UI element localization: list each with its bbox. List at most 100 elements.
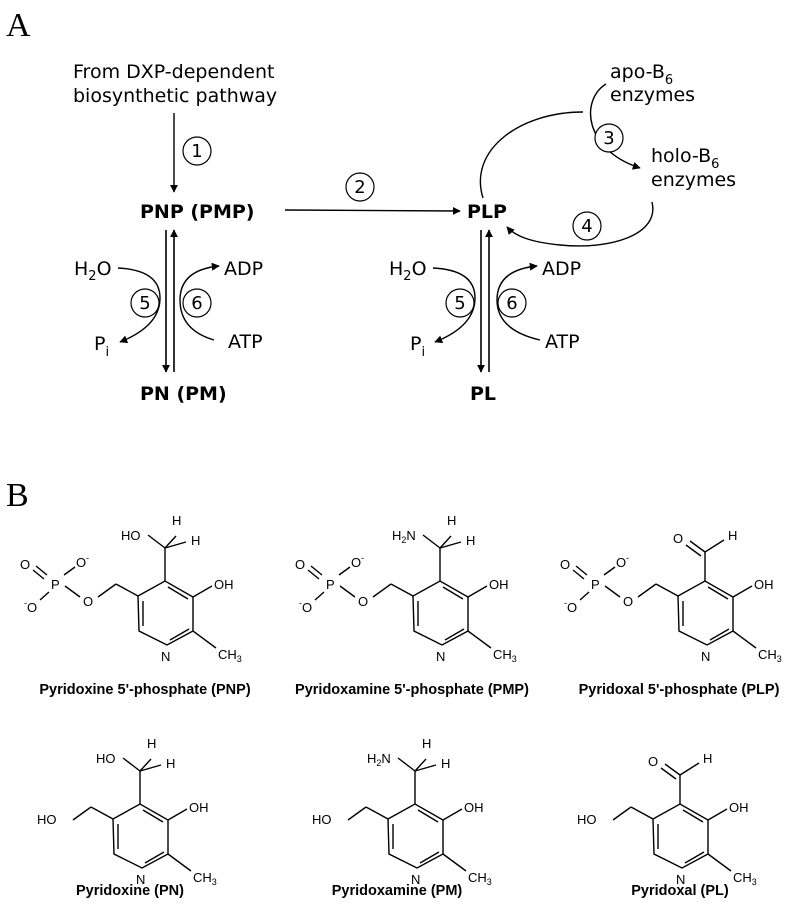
svg-text:P: P [591, 577, 600, 592]
step-6-marker-right: 6 [497, 288, 527, 318]
h2o-pi-curve [117, 267, 161, 344]
apo-enzymes-line-1: apo-B6 [610, 61, 673, 88]
svg-text:N: N [676, 872, 685, 887]
apo-to-holo-curve [590, 83, 641, 170]
atp-label-right: ATP [545, 331, 580, 353]
svg-text:CH3: CH3 [493, 647, 517, 664]
svg-text:P: P [326, 577, 335, 592]
svg-text:CH3: CH3 [733, 870, 757, 887]
adp-label-right: ADP [542, 258, 581, 280]
svg-text:5: 5 [454, 293, 465, 314]
caption-pm: Pyridoxamine (PM) [332, 883, 463, 899]
plp-label: PLP [467, 201, 507, 223]
svg-text:HO: HO [312, 812, 332, 827]
step-2-arrow [284, 206, 461, 215]
svg-text:H: H [466, 533, 475, 548]
svg-text:H: H [703, 751, 712, 766]
svg-text:O: O [295, 557, 305, 572]
svg-text:N: N [436, 649, 445, 664]
svg-text:OH: OH [189, 800, 209, 815]
panel-b-label: B [6, 477, 29, 514]
panel-a-label: A [6, 7, 31, 44]
svg-text:O: O [560, 557, 570, 572]
pnp-structure: HO H H OH N CH3 O P O O- -O [20, 513, 242, 664]
apo-enzymes-line-2: enzymes [610, 84, 695, 106]
svg-text:6: 6 [506, 293, 517, 314]
svg-text:-O: -O [564, 598, 577, 615]
step-4-marker: 4 [572, 211, 602, 241]
plp-structure: O H OH N CH3 O P O O- -O [560, 528, 782, 664]
pmp-structure: H2N H H OH N CH3 O P O O- -O [295, 513, 517, 664]
svg-text:H: H [422, 736, 431, 751]
svg-text:O: O [648, 754, 658, 769]
caption-pmp: Pyridoxamine 5'-phosphate (PMP) [295, 682, 529, 698]
step-5-marker-left: 5 [130, 288, 160, 318]
pi-label-left: Pi [94, 333, 109, 360]
svg-text:O-: O- [616, 553, 629, 570]
adp-label-left: ADP [224, 258, 263, 280]
pm-structure: H2N H H OH N CH3 HO [312, 736, 492, 887]
svg-text:O: O [83, 594, 93, 609]
svg-text:OH: OH [464, 800, 484, 815]
svg-text:5: 5 [139, 293, 150, 314]
svg-text:3: 3 [603, 128, 614, 149]
plp-to-apo-curve [479, 111, 584, 199]
step-6-marker-left: 6 [182, 288, 212, 318]
svg-text:O: O [20, 557, 30, 572]
step-1-number: 1 [191, 141, 202, 162]
holo-enzymes-line-1: holo-B6 [651, 145, 719, 172]
atp-label-left: ATP [228, 331, 263, 353]
h2o-label-left: H2O [74, 258, 112, 284]
step-5-marker-right: 5 [445, 288, 475, 318]
svg-text:OH: OH [754, 577, 774, 592]
svg-text:H2N: H2N [367, 751, 391, 768]
svg-text:OH: OH [214, 577, 234, 592]
caption-pnp: Pyridoxine 5'-phosphate (PNP) [39, 682, 250, 698]
svg-text:-O: -O [299, 598, 312, 615]
svg-text:HO: HO [577, 812, 597, 827]
svg-text:O: O [673, 531, 683, 546]
svg-text:HO: HO [96, 751, 116, 766]
svg-text:-O: -O [24, 598, 37, 615]
holo-to-plp-curve [506, 201, 654, 247]
svg-text:H: H [728, 528, 737, 543]
step-2-number: 2 [354, 177, 365, 198]
svg-text:OH: OH [489, 577, 509, 592]
h2o-pi-curve-right [432, 267, 476, 344]
svg-text:H: H [172, 513, 181, 528]
step-2-marker: 2 [345, 172, 375, 202]
svg-text:CH3: CH3 [758, 647, 782, 664]
svg-text:CH3: CH3 [468, 870, 492, 887]
step-3-marker: 3 [594, 123, 624, 153]
svg-text:OH: OH [729, 800, 749, 815]
svg-text:N: N [161, 649, 170, 664]
caption-pn: Pyridoxine (PN) [76, 883, 184, 899]
caption-plp: Pyridoxal 5'-phosphate (PLP) [579, 682, 780, 698]
pl-label: PL [470, 383, 496, 405]
svg-text:H2N: H2N [392, 528, 416, 545]
pl-structure: O H OH N CH3 HO [577, 751, 757, 887]
h2o-label-right: H2O [389, 258, 427, 284]
source-line-1: From DXP-dependent [73, 61, 274, 83]
svg-text:CH3: CH3 [218, 647, 242, 664]
svg-text:N: N [411, 872, 420, 887]
pn-pm-label: PN (PM) [140, 383, 227, 405]
pi-label-right: Pi [410, 333, 425, 360]
step-1-marker: 1 [182, 136, 212, 166]
svg-text:N: N [701, 649, 710, 664]
svg-text:H: H [447, 513, 456, 528]
caption-pl: Pyridoxal (PL) [631, 883, 729, 899]
source-line-2: biosynthetic pathway [73, 85, 277, 107]
atp-adp-curve [179, 262, 220, 341]
svg-text:CH3: CH3 [193, 870, 217, 887]
svg-text:O-: O- [351, 553, 364, 570]
pnp-pmp-label: PNP (PMP) [140, 201, 255, 223]
svg-text:P: P [51, 577, 60, 592]
svg-text:4: 4 [581, 216, 592, 237]
pn-structure: HO H H OH N CH3 HO [37, 736, 217, 887]
holo-enzymes-line-2: enzymes [651, 169, 736, 191]
svg-text:O-: O- [76, 553, 89, 570]
svg-text:6: 6 [191, 293, 202, 314]
atp-adp-curve-right [496, 262, 541, 341]
